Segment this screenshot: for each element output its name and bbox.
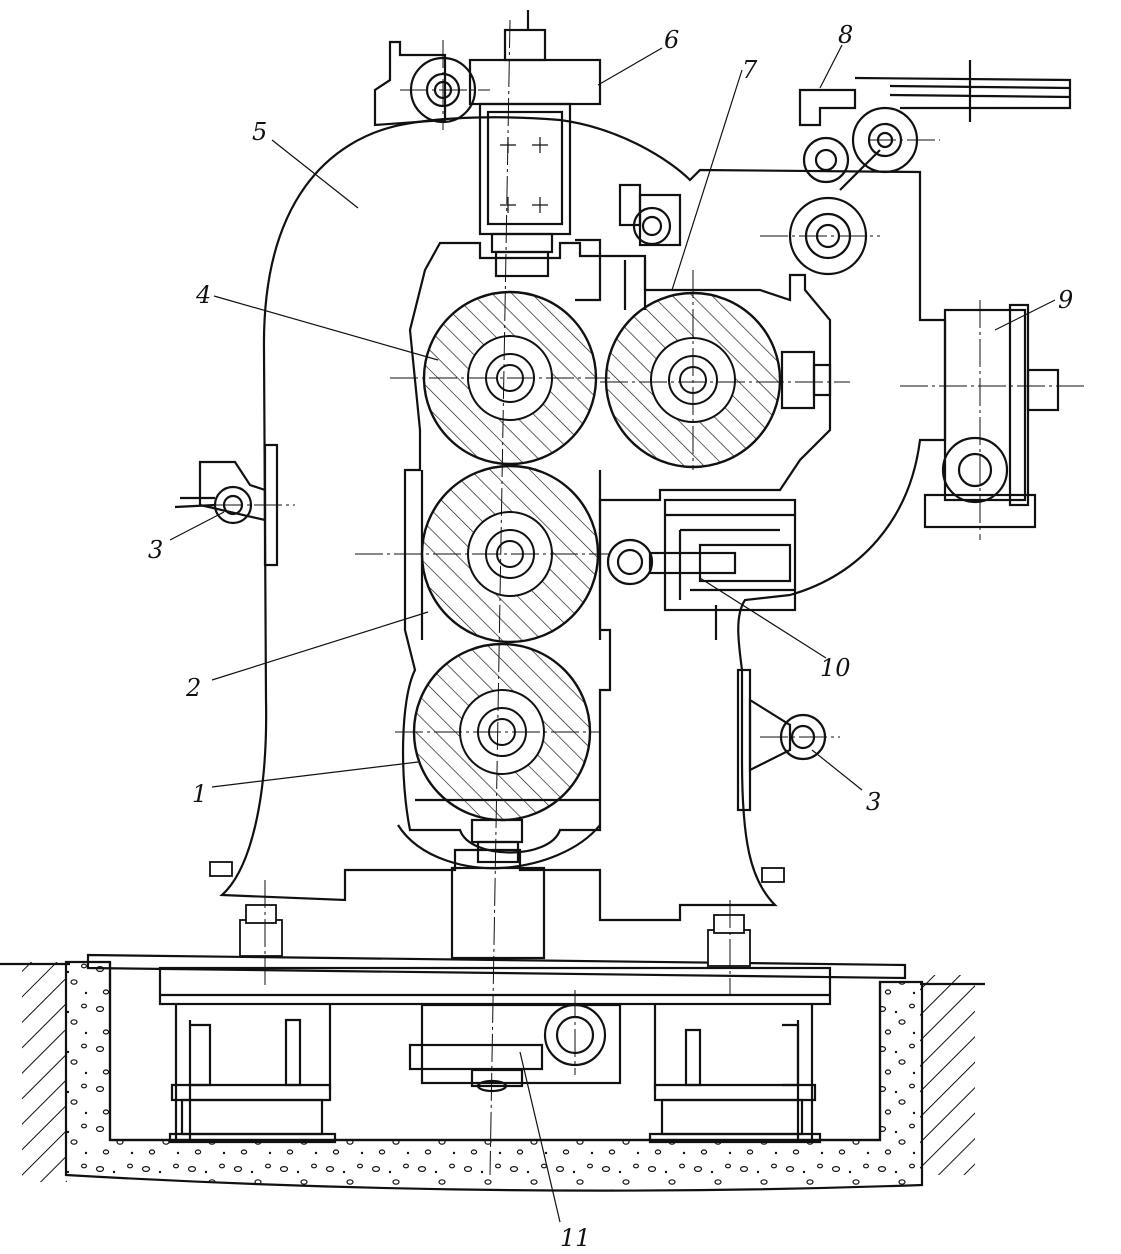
label-3-right: 3 <box>866 788 881 816</box>
position-labels: 1 2 3 3 4 5 6 7 8 9 10 11 <box>148 21 1073 1252</box>
base-frame <box>86 861 907 1144</box>
trunnion-right-3 <box>736 668 827 812</box>
label-3-left: 3 <box>148 536 163 564</box>
housing-5 <box>219 40 947 922</box>
label-9: 9 <box>1058 286 1073 314</box>
concrete-pit <box>64 960 924 1192</box>
soil-right <box>920 975 975 1175</box>
lower-pedestal <box>450 818 546 960</box>
screw-down-6 <box>409 10 682 310</box>
leader-lines <box>169 44 1056 1223</box>
label-6: 6 <box>664 26 679 54</box>
label-1: 1 <box>192 780 207 808</box>
left-support <box>168 1018 337 1144</box>
foundation-bolts <box>209 861 785 967</box>
label-2: 2 <box>185 674 201 702</box>
right-head <box>788 60 1072 529</box>
label-4: 4 <box>195 281 211 309</box>
label-5: 5 <box>252 118 267 146</box>
soil-left <box>22 962 67 1182</box>
mechanism-10 <box>606 498 797 640</box>
label-11: 11 <box>560 1224 591 1252</box>
center-lines <box>215 19 1085 1176</box>
roll-7 <box>604 291 832 469</box>
label-10: 10 <box>820 654 851 682</box>
drive-unit-11 <box>408 1003 622 1093</box>
roll-2 <box>420 464 600 644</box>
label-7: 7 <box>742 56 758 84</box>
label-8: 8 <box>838 21 853 49</box>
right-support <box>648 1023 822 1144</box>
foundation <box>0 960 985 1192</box>
